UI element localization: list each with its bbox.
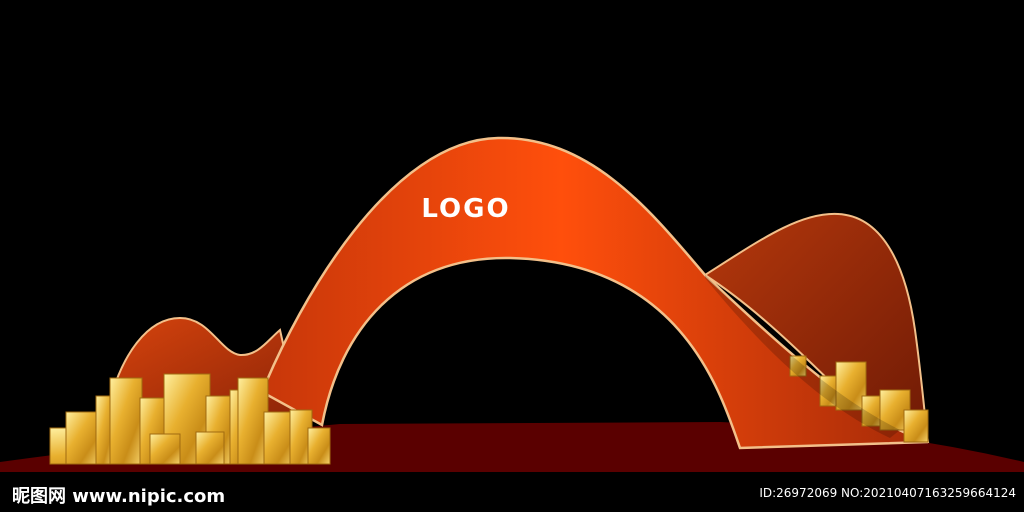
- arch-shadow: [705, 275, 900, 438]
- watermark-site: 昵图网 www.nipic.com: [12, 486, 226, 507]
- logo-text: LOGO: [421, 194, 510, 224]
- watermark-id: ID:26972069 NO:20210407163259664124: [759, 486, 1016, 500]
- left-city-skyline: [49, 373, 331, 465]
- right-city-skyline: [789, 355, 929, 443]
